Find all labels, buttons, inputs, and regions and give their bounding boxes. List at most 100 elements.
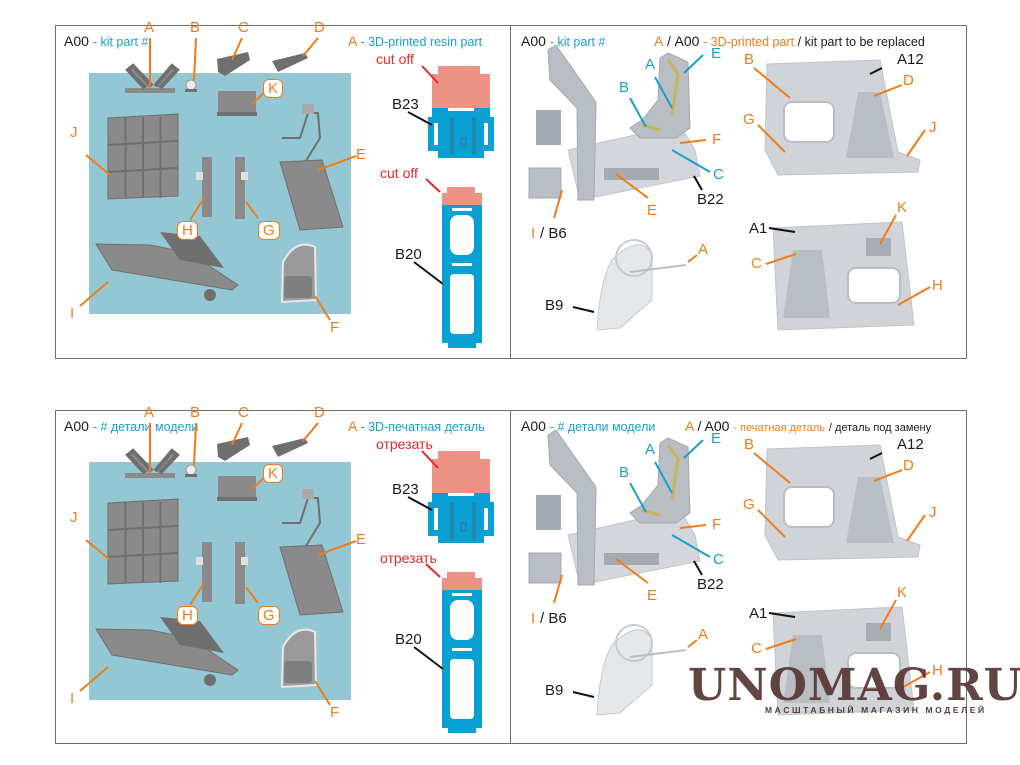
kit-part-legend-right: A00 - kit part # xyxy=(521,33,605,49)
label-wall-c: C xyxy=(751,640,762,657)
legend-code: A00 xyxy=(521,33,546,49)
cut-off-label-b20: cut off xyxy=(380,165,418,181)
label-wall-h: H xyxy=(932,277,943,294)
legend-code: A00 xyxy=(64,418,89,434)
label-seat-e2: E xyxy=(647,587,658,604)
assembly-panel-en xyxy=(510,25,967,359)
label-wall-k: K xyxy=(897,199,908,216)
label-part-f: F xyxy=(330,704,340,721)
label-part-b: B xyxy=(190,19,201,36)
label-wall-d: D xyxy=(903,457,914,474)
legend-printed-text: - 3D-printed part xyxy=(703,35,795,49)
label-b20: B20 xyxy=(395,631,422,648)
legend-replace-text: / kit part to be replaced xyxy=(797,35,925,49)
kit-parts-render xyxy=(89,73,351,314)
label-wall-g: G xyxy=(743,496,755,513)
legend-kit-text: - # детали модели xyxy=(92,420,199,434)
label-part-g: G xyxy=(258,221,280,240)
legend-slash: / xyxy=(697,418,702,434)
label-wall-k: K xyxy=(897,584,908,601)
label-seat-b: B xyxy=(619,464,630,481)
label-part-f: F xyxy=(330,319,340,336)
kit-part-legend: A00 - kit part # xyxy=(64,33,148,49)
label-seat-f: F xyxy=(712,516,722,533)
label-part-c: C xyxy=(238,19,249,36)
watermark-logo: UNOMAG.RU xyxy=(688,660,1020,711)
label-wall-b: B xyxy=(744,436,755,453)
kit-part-legend-right-ru: A00 - # детали модели xyxy=(521,418,655,434)
label-part-k: K xyxy=(263,79,284,98)
label-seat-e: E xyxy=(711,45,722,62)
legend-kit-text: - kit part # xyxy=(549,35,606,49)
legend-printed-text: - печатная деталь xyxy=(733,422,825,434)
watermark-subtitle: МАСШТАБНЫЙ МАГАЗИН МОДЕЛЕЙ xyxy=(765,705,987,715)
cut-off-label-b20: отрезать xyxy=(380,550,437,566)
legend-kit-text: - # детали модели xyxy=(549,420,656,434)
legend-letter: A xyxy=(654,33,664,49)
legend-code: A00 xyxy=(64,33,89,49)
label-part-i: I xyxy=(70,690,75,707)
label-wall-c: C xyxy=(751,255,762,272)
label-wall-d: D xyxy=(903,72,914,89)
printed-part-legend: A / A00 - 3D-printed part / kit part to … xyxy=(654,33,925,49)
legend-slash: / xyxy=(666,33,671,49)
label-part-i: I xyxy=(531,225,536,242)
label-wall-j: J xyxy=(929,119,937,136)
label-wall-h: H xyxy=(932,662,943,679)
legend-resin-text: - 3D-печатная деталь xyxy=(360,420,485,434)
legend-code: A00 xyxy=(521,418,546,434)
label-part-e: E xyxy=(356,531,367,548)
legend-letter: A xyxy=(348,33,357,49)
label-b23: B23 xyxy=(392,481,419,498)
label-seat-a: A xyxy=(645,56,656,73)
cut-off-label-b23: отрезать xyxy=(376,436,433,452)
label-part-d: D xyxy=(314,19,325,36)
resin-part-legend-ru: A - 3D-печатная деталь xyxy=(348,418,485,434)
label-b22: B22 xyxy=(697,576,724,593)
label-seat-e2: E xyxy=(647,202,658,219)
label-part-i: I xyxy=(70,305,75,322)
label-part-b: B xyxy=(190,404,201,421)
printed-part-legend-ru: A / A00 - печатная деталь / деталь под з… xyxy=(685,418,931,434)
legend-replace-text: / деталь под замену xyxy=(828,422,932,434)
label-seat-c: C xyxy=(713,166,724,183)
label-part-a: A xyxy=(144,404,155,421)
legend-kit-text: - kit part # xyxy=(92,35,149,49)
label-seat-a: A xyxy=(645,441,656,458)
label-seat-f: F xyxy=(712,131,722,148)
label-a12: A12 xyxy=(897,436,924,453)
label-wall-g: G xyxy=(743,111,755,128)
legend-code2: A00 xyxy=(704,418,730,434)
label-b22: B22 xyxy=(697,191,724,208)
kit-part-legend-ru: A00 - # детали модели xyxy=(64,418,198,434)
label-wall-j: J xyxy=(929,504,937,521)
label-part-k: K xyxy=(263,464,284,483)
label-part-d: D xyxy=(314,404,325,421)
legend-code2: A00 xyxy=(674,33,700,49)
label-b9: B9 xyxy=(545,297,564,314)
label-part-a: A xyxy=(144,19,155,36)
label-b9-a: A xyxy=(698,626,709,643)
label-part-h: H xyxy=(177,606,198,625)
resin-part-legend: A - 3D-printed resin part xyxy=(348,33,482,49)
label-seat-c: C xyxy=(713,551,724,568)
label-b6: / B6 xyxy=(540,610,567,627)
label-b6: / B6 xyxy=(540,225,567,242)
label-a1: A1 xyxy=(749,220,768,237)
label-b20: B20 xyxy=(395,246,422,263)
label-b9: B9 xyxy=(545,682,564,699)
label-b23: B23 xyxy=(392,96,419,113)
label-a1: A1 xyxy=(749,605,768,622)
legend-resin-text: - 3D-printed resin part xyxy=(360,35,483,49)
label-part-g: G xyxy=(258,606,280,625)
label-b9-a: A xyxy=(698,241,709,258)
cut-off-label-b23: cut off xyxy=(376,51,414,67)
label-a12: A12 xyxy=(897,51,924,68)
label-wall-b: B xyxy=(744,51,755,68)
kit-parts-render-ru xyxy=(89,462,351,700)
label-part-j: J xyxy=(70,124,78,141)
legend-letter: A xyxy=(685,418,694,434)
label-part-h: H xyxy=(177,221,198,240)
label-seat-b: B xyxy=(619,79,630,96)
label-seat-e: E xyxy=(711,430,722,447)
